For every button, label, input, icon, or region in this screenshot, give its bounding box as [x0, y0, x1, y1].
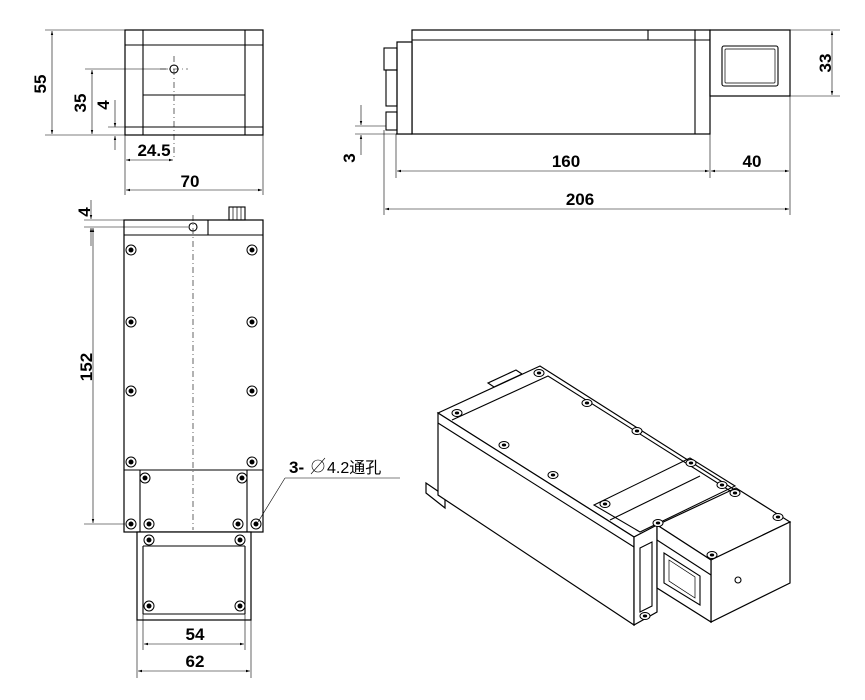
- bolt-icon: [250, 518, 262, 530]
- bolt-icon: [125, 456, 137, 468]
- bolt-icon: [451, 409, 463, 417]
- bolt-icon: [652, 519, 664, 527]
- bolt-icon: [234, 600, 246, 612]
- bolt-icon: [246, 316, 258, 328]
- dim-front-total-length: 206: [566, 190, 594, 209]
- iso-bolts: [451, 369, 784, 620]
- front-view: 33 3 160 40 206: [340, 29, 840, 215]
- bolt-icon: [716, 481, 728, 489]
- dim-front-tail-length: 40: [743, 152, 762, 171]
- hole-annotation: 3-: [289, 458, 304, 477]
- dim-side-hole-offset: 24.5: [137, 141, 170, 160]
- dim-side-lip: 4: [94, 100, 113, 110]
- dim-front-lip: 3: [340, 153, 359, 162]
- bolt-icon: [246, 456, 258, 468]
- bolt-icon: [581, 399, 593, 407]
- dim-top-lip: 4: [75, 207, 94, 217]
- bolt-icon: [772, 513, 784, 521]
- bolt-icon: [547, 471, 559, 479]
- top-view: 4 152 54 62 3- 4.2通孔: [75, 200, 400, 678]
- bolt-icon: [236, 472, 248, 484]
- bolt-icon: [729, 489, 741, 497]
- hole-diameter: 4.2通孔: [327, 459, 381, 477]
- dim-top-outer-width: 62: [186, 652, 205, 671]
- bolt-icon: [143, 518, 155, 530]
- bolt-icon: [234, 534, 246, 546]
- dim-front-body-length: 160: [552, 152, 580, 171]
- bolt-icon: [498, 441, 510, 449]
- bolt-icon: [599, 500, 611, 508]
- bolt-icon: [639, 612, 651, 620]
- bolt-icon: [125, 316, 137, 328]
- bolt-icon: [139, 472, 151, 484]
- bolt-icon: [246, 244, 258, 256]
- isometric-view: [425, 365, 792, 627]
- bolt-icon: [125, 385, 137, 397]
- dim-front-height: 33: [816, 54, 835, 73]
- bolt-icon: [143, 534, 155, 546]
- bolt-icon: [125, 518, 137, 530]
- bolt-icon: [143, 600, 155, 612]
- bolt-icon: [685, 459, 697, 467]
- side-view: 55 35 4 24.5 70: [31, 29, 264, 195]
- diameter-icon: [310, 457, 326, 475]
- bolt-icon: [232, 518, 244, 530]
- dim-side-width: 70: [181, 172, 200, 191]
- dim-side-hole-height: 35: [71, 94, 90, 113]
- dim-top-length: 152: [77, 353, 96, 381]
- hole-count: 3-: [289, 458, 304, 477]
- bolt-icon: [631, 427, 643, 435]
- bolt-icon: [125, 244, 137, 256]
- top-view-bolts: [125, 244, 262, 612]
- bolt-icon: [246, 385, 258, 397]
- bolt-icon: [533, 369, 545, 377]
- dim-top-inner-width: 54: [186, 625, 205, 644]
- bolt-icon: [706, 551, 718, 559]
- dim-side-height: 55: [31, 75, 50, 94]
